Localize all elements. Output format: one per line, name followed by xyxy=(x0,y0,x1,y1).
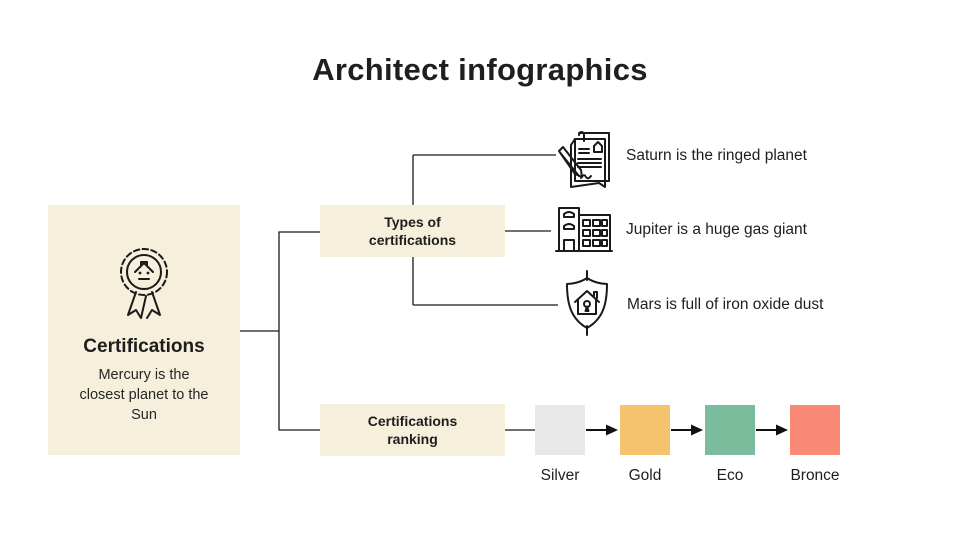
shield-house-icon xyxy=(560,270,614,336)
root-title: Certifications xyxy=(83,336,205,357)
root-card: Certifications Mercury is the closest pl… xyxy=(48,205,240,455)
types-branch-label: Types of certifications xyxy=(368,213,457,248)
item-text: Saturn is the ringed planet xyxy=(626,147,807,164)
step-label: Silver xyxy=(540,467,580,484)
step-label: Bronce xyxy=(790,467,840,484)
step-label: Eco xyxy=(716,467,744,484)
types-branch-box: Types of certifications xyxy=(320,205,505,257)
step-square-bronce xyxy=(790,405,840,455)
signed-contract-icon xyxy=(556,124,620,190)
ranking-branch-label: Certifications ranking xyxy=(367,412,458,447)
step-square-gold xyxy=(620,405,670,455)
step-square-silver xyxy=(535,405,585,455)
step-square-eco xyxy=(705,405,755,455)
ranking-branch-box: Certifications ranking xyxy=(320,404,505,456)
step-label: Gold xyxy=(628,467,662,484)
item-text: Jupiter is a huge gas giant xyxy=(626,221,807,238)
root-description: Mercury is the closest planet to the Sun xyxy=(79,367,209,423)
item-text: Mars is full of iron oxide dust xyxy=(627,296,824,313)
medal-house-icon xyxy=(115,245,173,326)
slide-title: Architect infographics xyxy=(312,52,648,87)
buildings-icon xyxy=(552,205,614,253)
